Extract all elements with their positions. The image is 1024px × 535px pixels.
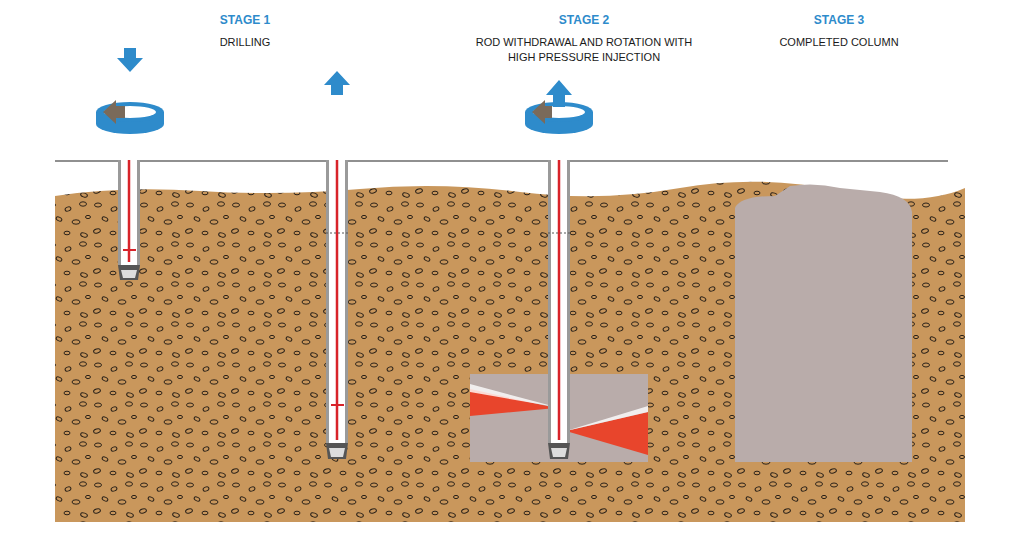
stage-caption: COMPLETED COLUMN xyxy=(779,35,898,50)
stage-heading: STAGE 3 xyxy=(814,13,864,28)
completed-column xyxy=(735,184,912,462)
jet-cone xyxy=(566,412,648,455)
rotation-symbol xyxy=(525,80,593,134)
ground-line xyxy=(55,160,948,161)
drill-rod xyxy=(326,160,348,459)
stage-caption: DRILLING xyxy=(220,35,271,50)
rotation-symbol xyxy=(96,100,164,134)
stage-caption: ROD WITHDRAWAL AND ROTATION WITH HIGH PR… xyxy=(464,35,704,65)
drill-rod xyxy=(118,160,140,280)
drill-rod xyxy=(548,160,570,459)
soil xyxy=(55,182,965,522)
stage-heading: STAGE 2 xyxy=(559,13,609,28)
stage-heading: STAGE 1 xyxy=(220,13,270,28)
lift-arrow xyxy=(324,71,350,95)
push-arrow xyxy=(117,48,143,72)
